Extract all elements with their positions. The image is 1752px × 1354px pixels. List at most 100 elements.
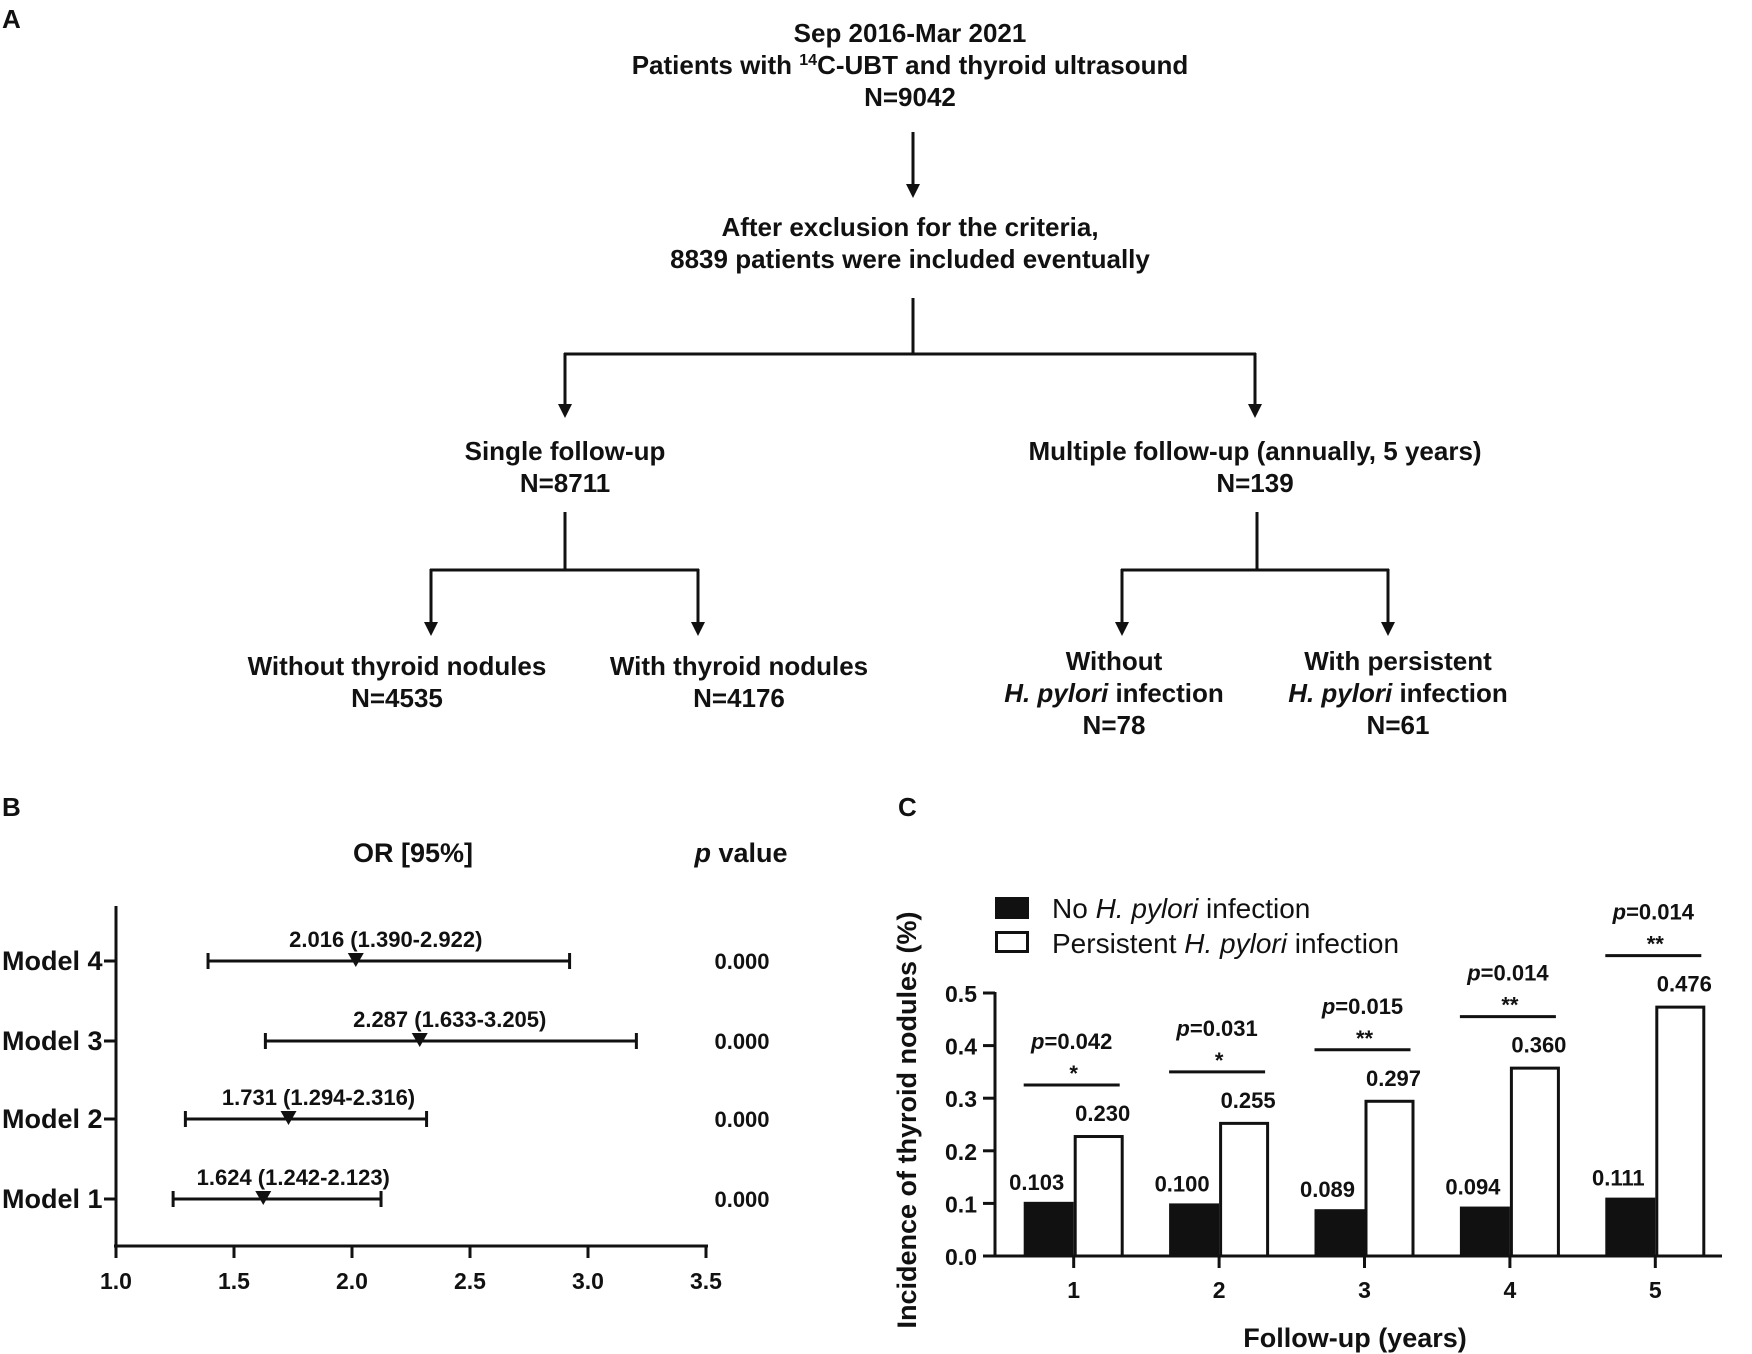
legend-no-hp-post: infection (1198, 893, 1310, 924)
bar-value-label-no-hp: 0.089 (1300, 1177, 1355, 1202)
flow-arrowhead (906, 184, 920, 198)
significance-p-rest: =0.031 (1190, 1016, 1258, 1041)
flow-top-line2: Patients with 14C-UBT and thyroid ultras… (632, 50, 1189, 80)
forest-header-or: OR [95%] (353, 838, 473, 868)
forest-p-value: 0.000 (714, 1107, 769, 1132)
bar-persistent-hp (1509, 1066, 1560, 1258)
bar-marks: 0.00.10.20.30.40.510.1030.230*p=0.04220.… (945, 900, 1722, 1303)
forest-x-tick-label: 2.5 (454, 1268, 486, 1294)
bar-y-tick-label: 0.0 (945, 1244, 977, 1270)
forest-header-p: p value (693, 838, 787, 868)
bar-value-label-persistent-hp: 0.297 (1366, 1066, 1421, 1091)
legend-swatch-no-hp (995, 897, 1029, 919)
panel-label-b: B (2, 792, 21, 822)
significance-p-rest: =0.014 (1481, 961, 1550, 986)
flow-with-hp-rest: infection (1392, 678, 1508, 708)
flow-top-line2-sup: 14 (799, 52, 817, 69)
bar-x-tick-label: 1 (1067, 1277, 1080, 1303)
flow-inclusion-line2: 8839 patients were included eventually (670, 244, 1150, 274)
significance-stars: * (1069, 1061, 1078, 1086)
panel-c-bar-chart: C Incidence of thyroid nodules (%) Follo… (892, 792, 1722, 1353)
bar-no-hp (1023, 1201, 1074, 1256)
bar-x-tick-label: 2 (1213, 1277, 1226, 1303)
significance-p-rest: =0.015 (1335, 994, 1403, 1019)
significance-p-rest: =0.014 (1626, 900, 1695, 925)
legend-swatch-persistent-hp (995, 931, 1029, 953)
panel-label-a: A (2, 4, 21, 34)
bar-x-tick-label: 3 (1358, 1277, 1371, 1303)
forest-or-marker (411, 1033, 428, 1047)
flow-single-line1: Single follow-up (465, 436, 666, 466)
significance-p-value: p=0.014 (1612, 900, 1695, 925)
flow-without-hp-line2: H. pylori infection (1004, 678, 1224, 708)
bar-value-label-no-hp: 0.103 (1009, 1170, 1064, 1195)
flow-with-nodules-line2: N=4176 (693, 683, 785, 713)
flow-arrowhead (558, 404, 572, 418)
bar-value-label-no-hp: 0.094 (1445, 1175, 1501, 1200)
legend-no-hp-italic: H. pylori (1096, 893, 1199, 924)
flow-with-hp-line3: N=61 (1367, 710, 1430, 740)
significance-stars: * (1215, 1048, 1224, 1073)
flow-without-nodules-line2: N=4535 (351, 683, 443, 713)
bar-x-tick-label: 4 (1504, 1277, 1517, 1303)
forest-x-tick-label: 1.5 (218, 1268, 250, 1294)
flow-single-line2: N=8711 (520, 468, 610, 498)
bar-no-hp (1459, 1206, 1510, 1256)
legend-persistent-hp-post: infection (1287, 928, 1399, 959)
bar-persistent-hp (1073, 1135, 1124, 1258)
forest-x-tick-label: 3.0 (572, 1268, 604, 1294)
bar-y-tick-label: 0.2 (945, 1139, 977, 1165)
forest-x-tick-label: 1.0 (100, 1268, 132, 1294)
forest-or-label: 1.624 (1.242-2.123) (197, 1165, 390, 1190)
forest-or-marker (280, 1111, 297, 1125)
bar-value-label-persistent-hp: 0.230 (1075, 1101, 1130, 1126)
significance-p-italic: p (1030, 1029, 1044, 1054)
significance-stars: ** (1501, 993, 1519, 1018)
forest-or-marker (255, 1191, 272, 1205)
forest-header-p-italic: p (693, 838, 711, 868)
forest-x-tick-label: 3.5 (690, 1268, 722, 1294)
significance-p-value: p=0.015 (1321, 994, 1403, 1019)
panel-a-flowchart: A Sep 2016-Mar 2021 Patients with 14C-UB… (2, 4, 1508, 740)
bar-no-hp (1605, 1197, 1656, 1256)
flow-with-nodules-line1: With thyroid nodules (610, 651, 868, 681)
forest-or-label: 2.287 (1.633-3.205) (353, 1007, 546, 1032)
bar-persistent-hp (1219, 1121, 1270, 1258)
flow-without-hp-line3: N=78 (1083, 710, 1146, 740)
forest-or-marker (347, 953, 364, 967)
forest-or-label: 1.731 (1.294-2.316) (222, 1085, 415, 1110)
forest-row-label: Model 3 (2, 1026, 103, 1056)
flow-arrowhead (1248, 404, 1262, 418)
flow-multiple-line2: N=139 (1216, 468, 1293, 498)
significance-p-italic: p (1612, 900, 1626, 925)
bar-no-hp (1314, 1209, 1365, 1256)
flow-top-line1: Sep 2016-Mar 2021 (794, 18, 1027, 48)
bar-x-tick-label: 5 (1649, 1277, 1662, 1303)
significance-p-value: p=0.014 (1466, 961, 1549, 986)
flow-without-hp-rest: infection (1108, 678, 1224, 708)
significance-stars: ** (1647, 932, 1665, 957)
flow-multiple-line1: Multiple follow-up (annually, 5 years) (1028, 436, 1481, 466)
forest-row-label: Model 2 (2, 1104, 103, 1134)
forest-row-label: Model 1 (2, 1184, 103, 1214)
significance-p-value: p=0.031 (1175, 1016, 1257, 1041)
forest-x-tick-label: 2.0 (336, 1268, 368, 1294)
flow-without-hp-italic: H. pylori (1004, 678, 1109, 708)
significance-p-italic: p (1466, 961, 1480, 986)
bar-y-tick-label: 0.5 (945, 981, 977, 1007)
flow-without-nodules-line1: Without thyroid nodules (248, 651, 547, 681)
forest-row-label: Model 4 (2, 946, 103, 976)
significance-p-italic: p (1175, 1016, 1189, 1041)
legend-persistent-hp-pre: Persistent (1052, 928, 1184, 959)
bar-persistent-hp (1655, 1005, 1706, 1258)
flow-with-hp-line2: H. pylori infection (1288, 678, 1508, 708)
bar-y-tick-label: 0.1 (945, 1191, 977, 1217)
panel-label-c: C (898, 792, 917, 822)
flow-top-line2-post: C-UBT and thyroid ultrasound (817, 50, 1188, 80)
forest-p-value: 0.000 (714, 1029, 769, 1054)
bar-y-tick-label: 0.3 (945, 1086, 977, 1112)
legend-no-hp-pre: No (1052, 893, 1096, 924)
flow-arrowhead (1381, 622, 1395, 636)
